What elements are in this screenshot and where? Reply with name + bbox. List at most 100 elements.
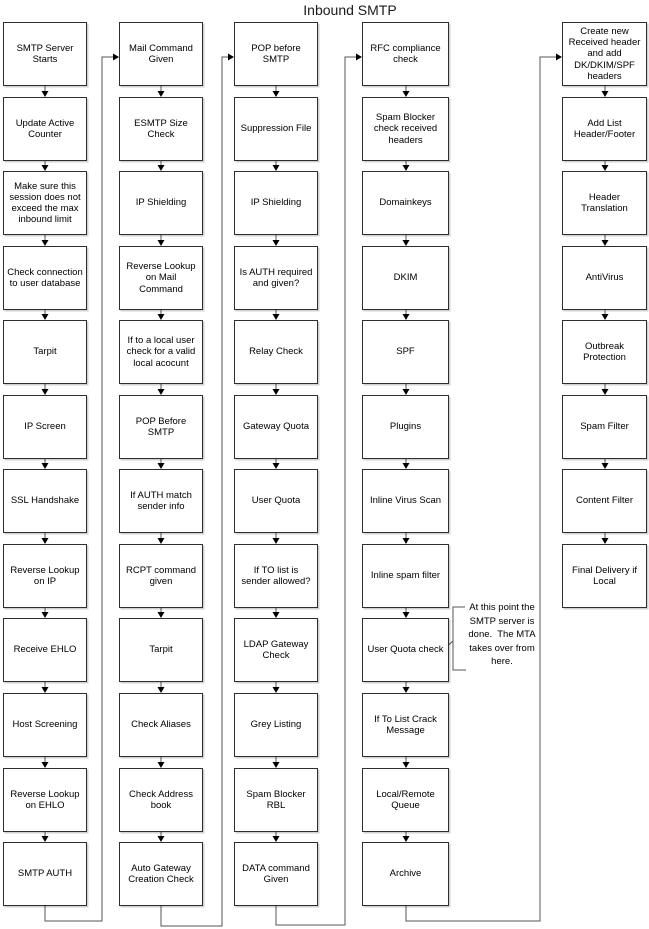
flow-node: IP Shielding xyxy=(119,171,203,235)
flow-node: IP Screen xyxy=(3,395,87,459)
flow-node-label: Outbreak Protection xyxy=(583,340,626,363)
flow-node-label: Reverse Lookup on Mail Command xyxy=(126,261,196,295)
flow-node-label: Spam Blocker RBL xyxy=(246,788,306,811)
flow-node: Receive EHLO xyxy=(3,618,87,682)
flow-node-label: Inline spam filter xyxy=(370,570,441,582)
flow-node-label: SMTP Server Starts xyxy=(16,42,74,65)
flow-node-label: Auto Gateway Creation Check xyxy=(128,862,194,885)
flow-arrowhead-down-icon xyxy=(272,836,280,842)
column-elbow-connector xyxy=(275,56,357,926)
flow-node-label: SMTP AUTH xyxy=(17,868,73,880)
flow-arrowhead-down-icon xyxy=(402,463,410,469)
column-entry-arrowhead-icon xyxy=(556,53,562,61)
flow-node-label: Final Delivery if Local xyxy=(572,564,637,587)
flow-arrowhead-down-icon xyxy=(601,165,609,171)
flow-node: If To List Crack Message xyxy=(362,693,449,757)
flow-arrowhead-down-icon xyxy=(157,389,165,395)
flow-node: Local/Remote Queue xyxy=(362,768,449,832)
flow-arrowhead-down-icon xyxy=(402,165,410,171)
flow-node: Final Delivery if Local xyxy=(562,544,647,608)
flow-node-label: Create new Received header and add DK/DK… xyxy=(568,26,641,82)
flow-node: Archive xyxy=(362,842,449,906)
flow-node-label: DKIM xyxy=(393,272,418,284)
flow-node: DKIM xyxy=(362,246,449,310)
flow-node: Domainkeys xyxy=(362,171,449,235)
flow-arrowhead-down-icon xyxy=(272,91,280,97)
flow-node-label: Inline Virus Scan xyxy=(369,495,442,507)
flow-node-label: RFC compliance check xyxy=(370,42,441,65)
flow-node-label: AntiVirus xyxy=(585,272,624,284)
flow-arrowhead-down-icon xyxy=(402,91,410,97)
flow-node: LDAP Gateway Check xyxy=(234,618,318,682)
flow-node: Spam Blocker check received headers xyxy=(362,97,449,161)
flow-node: RCPT command given xyxy=(119,544,203,608)
flow-arrowhead-down-icon xyxy=(272,314,280,320)
flow-node-label: Is AUTH required and given? xyxy=(239,266,313,289)
flow-arrowhead-down-icon xyxy=(157,612,165,618)
flow-arrowhead-down-icon xyxy=(41,762,49,768)
flow-arrowhead-down-icon xyxy=(41,612,49,618)
flow-arrowhead-down-icon xyxy=(601,538,609,544)
annotation-bracket xyxy=(452,606,466,671)
flow-arrowhead-down-icon xyxy=(157,91,165,97)
flow-node: Tarpit xyxy=(3,320,87,384)
flow-node: Plugins xyxy=(362,395,449,459)
flow-node: POP Before SMTP xyxy=(119,395,203,459)
flow-node-label: Archive xyxy=(389,868,422,880)
flow-node-label: Add List Header/Footer xyxy=(573,117,636,140)
flow-node: Spam Blocker RBL xyxy=(234,768,318,832)
flow-node: Spam Filter xyxy=(562,395,647,459)
flow-node-label: IP Shielding xyxy=(250,197,302,209)
flow-node: Create new Received header and add DK/DK… xyxy=(562,22,647,86)
flow-node-label: Suppression File xyxy=(240,123,312,135)
flow-arrowhead-down-icon xyxy=(41,538,49,544)
flow-arrowhead-down-icon xyxy=(41,687,49,693)
flow-node-label: Tarpit xyxy=(33,346,57,358)
flow-node-label: POP Before SMTP xyxy=(135,415,187,438)
flow-arrowhead-down-icon xyxy=(157,165,165,171)
flow-node-label: Spam Blocker check received headers xyxy=(373,112,438,146)
flow-node-label: Reverse Lookup on EHLO xyxy=(10,788,80,811)
flow-node: RFC compliance check xyxy=(362,22,449,86)
flow-node: Reverse Lookup on EHLO xyxy=(3,768,87,832)
flow-node: ESMTP Size Check xyxy=(119,97,203,161)
flow-arrowhead-down-icon xyxy=(41,240,49,246)
column-elbow-connector xyxy=(44,56,114,922)
column-entry-arrowhead-icon xyxy=(356,53,362,61)
flow-node: Make sure this session does not exceed t… xyxy=(3,171,87,235)
flow-arrowhead-down-icon xyxy=(157,687,165,693)
flow-node-label: Tarpit xyxy=(149,644,173,656)
flow-node-label: Gateway Quota xyxy=(242,421,309,433)
flow-node: If TO list is sender allowed? xyxy=(234,544,318,608)
diagram-title: Inbound SMTP xyxy=(303,2,397,18)
flow-arrowhead-down-icon xyxy=(402,836,410,842)
flow-node-label: Mail Command Given xyxy=(129,42,193,65)
flow-node-label: Receive EHLO xyxy=(13,644,77,656)
flow-node: POP before SMTP xyxy=(234,22,318,86)
flow-node: SPF xyxy=(362,320,449,384)
flow-node-label: Check Aliases xyxy=(131,719,191,731)
flow-arrowhead-down-icon xyxy=(157,463,165,469)
flow-node: Tarpit xyxy=(119,618,203,682)
flow-arrowhead-down-icon xyxy=(157,762,165,768)
flow-node: Check Address book xyxy=(119,768,203,832)
flow-node: Header Translation xyxy=(562,171,647,235)
flow-arrowhead-down-icon xyxy=(272,612,280,618)
flow-arrowhead-down-icon xyxy=(41,91,49,97)
flow-node-label: Check Address book xyxy=(129,788,193,811)
flow-arrowhead-down-icon xyxy=(41,314,49,320)
flow-node: Auto Gateway Creation Check xyxy=(119,842,203,906)
flow-arrowhead-down-icon xyxy=(272,538,280,544)
flow-node-label: Check connection to user database xyxy=(7,266,83,289)
flow-node: SSL Handshake xyxy=(3,469,87,533)
flow-node: Mail Command Given xyxy=(119,22,203,86)
flow-node-label: SPF xyxy=(396,346,415,358)
flow-node: Grey Listing xyxy=(234,693,318,757)
flow-node-label: If to a local user check for a valid loc… xyxy=(126,335,196,369)
flow-arrowhead-down-icon xyxy=(601,463,609,469)
flow-arrowhead-down-icon xyxy=(601,314,609,320)
flow-node: Relay Check xyxy=(234,320,318,384)
flow-node-label: DATA command Given xyxy=(242,862,310,885)
flow-node: Reverse Lookup on Mail Command xyxy=(119,246,203,310)
flow-arrowhead-down-icon xyxy=(402,240,410,246)
